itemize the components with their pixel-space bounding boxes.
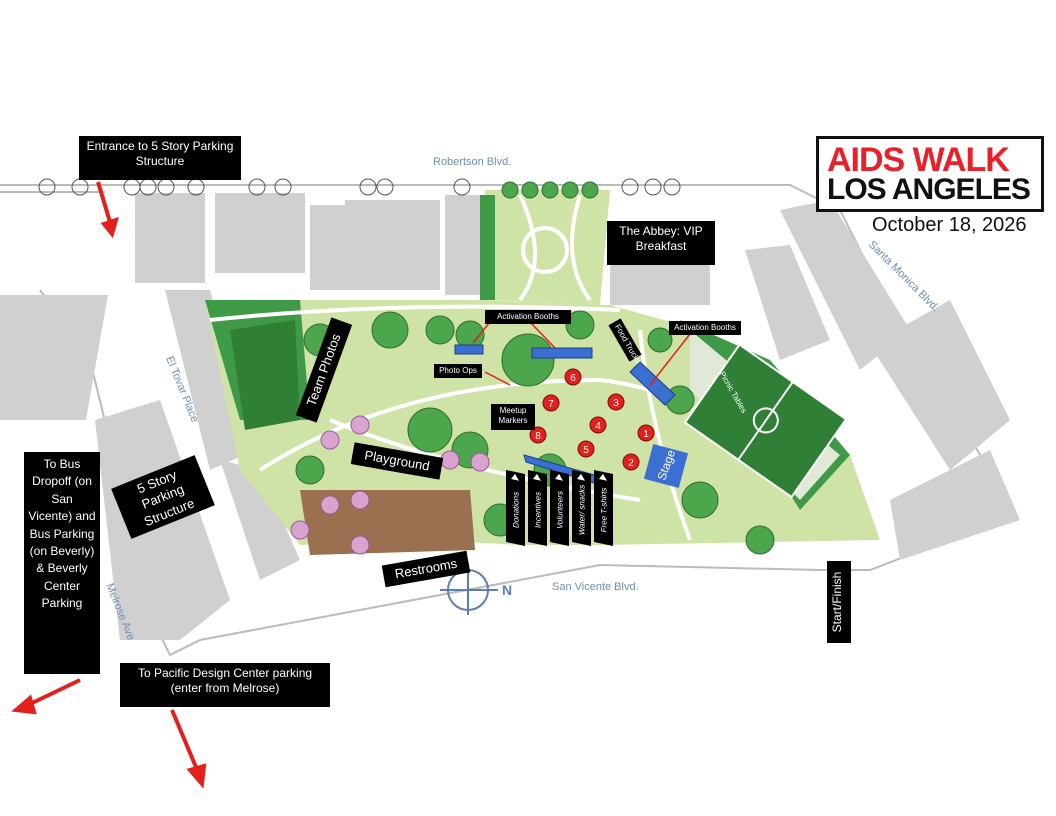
- up-arrow-icon: [599, 473, 607, 481]
- meetup-marker-number: 2: [628, 458, 634, 469]
- meetup-marker-number: 4: [595, 421, 601, 432]
- meetup-marker-5: [577, 440, 595, 458]
- street-san-vicente: San Vicente Blvd.: [552, 581, 639, 593]
- aids-walk-logo: AIDS WALK LOS ANGELES: [816, 136, 1044, 212]
- activation-booths-label-2: Activation Booths: [669, 321, 741, 335]
- up-arrow-icon: [577, 473, 585, 481]
- meetup-marker-2: [622, 453, 640, 471]
- meetup-markers-label: Meetup Markers: [491, 404, 535, 430]
- meetup-marker-number: 8: [535, 431, 541, 442]
- compass-north-label: N: [502, 582, 512, 598]
- meetup-marker-8: [529, 426, 547, 444]
- direction-arrows: [11, 181, 207, 789]
- buildings: [0, 193, 1020, 640]
- up-arrow-icon: [533, 473, 541, 481]
- meetup-marker-number: 1: [643, 429, 649, 440]
- activation-booths-label-1: Activation Booths: [485, 310, 571, 324]
- meetup-marker-7: [542, 394, 560, 412]
- start-finish-label: Start/Finish: [827, 561, 851, 643]
- meetup-marker-6: [564, 368, 582, 386]
- station-label: Volunteers: [555, 489, 564, 530]
- meetup-marker-number: 6: [570, 373, 576, 384]
- station-water-snacks: Water/ snacks: [572, 469, 591, 547]
- check-in-stations: Donations Incentives Volunteers Water/ snac…: [506, 469, 616, 572]
- pacific-design-label: To Pacific Design Center parking (enter …: [120, 663, 330, 707]
- photo-ops-label: Photo Ops: [434, 364, 482, 378]
- leader-lines: [472, 321, 691, 386]
- station-donations: Donations: [506, 469, 525, 547]
- meetup-marker-3: [607, 393, 625, 411]
- station-label: Donations: [511, 490, 520, 529]
- station-label: Incentives: [533, 490, 542, 529]
- up-arrow-icon: [555, 473, 563, 481]
- abbey-label: The Abbey: VIP Breakfast: [607, 221, 715, 265]
- meetup-marker-1: [637, 424, 655, 442]
- logo-line-1: AIDS WALK: [827, 141, 1010, 179]
- station-label: Free T-shirts: [599, 486, 608, 534]
- flowering-trees: [290, 415, 490, 555]
- meetup-marker-number: 7: [548, 399, 554, 410]
- meetup-marker-4: [589, 416, 607, 434]
- station-free-t-shirts: Free T-shirts: [594, 469, 613, 547]
- meetup-marker-number: 3: [613, 398, 619, 409]
- meetup-marker-number: 5: [583, 445, 589, 456]
- event-date: October 18, 2026: [872, 214, 1027, 236]
- station-label: Water/ snacks: [577, 483, 586, 536]
- entrance-parking-label: Entrance to 5 Story Parking Structure: [79, 136, 241, 180]
- logo-line-2: LOS ANGELES: [827, 173, 1031, 206]
- up-arrow-icon: [511, 473, 519, 481]
- basketball-court: [683, 343, 848, 499]
- station-incentives: Incentives: [528, 469, 547, 547]
- street-robertson: Robertson Blvd.: [433, 156, 511, 168]
- bus-dropoff-label: To Bus Dropoff (on San Vicente) and Bus …: [24, 452, 100, 674]
- station-volunteers: Volunteers: [550, 469, 569, 547]
- meetup-markers: 1 2 3 4 5 6 7 8: [529, 368, 655, 471]
- stage-platform: [643, 443, 689, 489]
